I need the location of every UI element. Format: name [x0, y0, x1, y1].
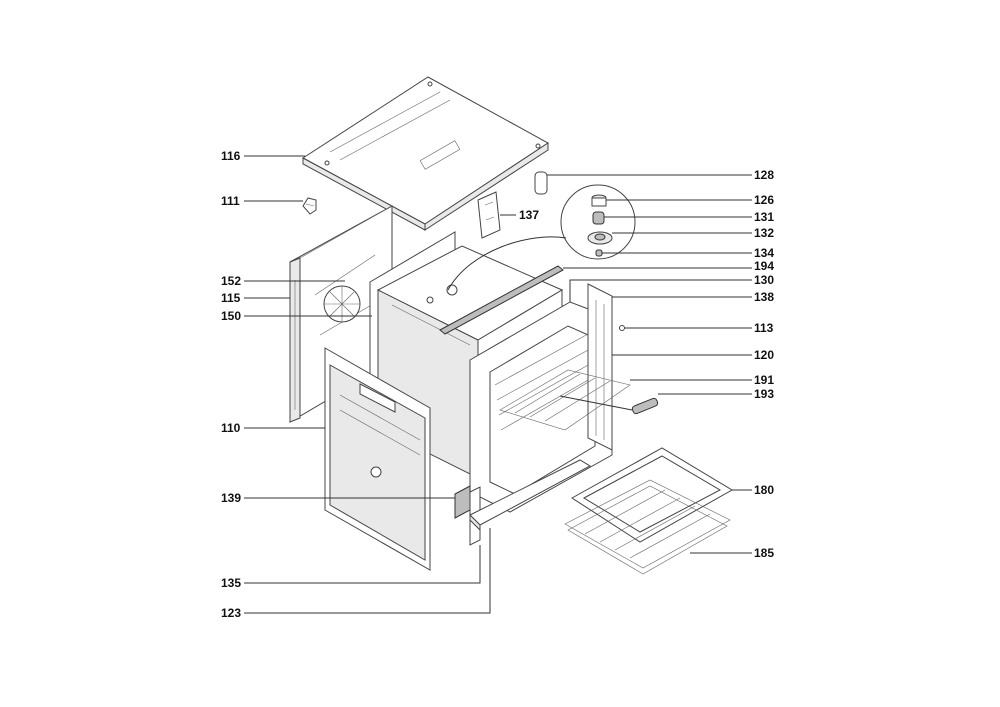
label-123: 123 [221, 606, 241, 620]
part-185-wire-rack [564, 479, 731, 575]
label-128: 128 [754, 168, 774, 182]
label-131: 131 [754, 210, 774, 224]
part-130-front-frame [469, 301, 613, 513]
leader-lines [244, 155, 752, 614]
part-128-tube [534, 171, 548, 195]
label-132: 132 [754, 226, 774, 240]
label-111: 111 [221, 194, 240, 208]
label-134: 134 [754, 246, 774, 260]
part-116-top-cover [302, 76, 549, 231]
part-113-screw [619, 325, 625, 331]
lamp-assembly-inset [447, 184, 636, 291]
label-152: 152 [221, 274, 241, 288]
label-194: 194 [754, 259, 774, 273]
part-126-lamp-cap [591, 194, 607, 207]
label-110: 110 [221, 421, 241, 435]
label-135: 135 [221, 576, 241, 590]
label-137: 137 [519, 208, 539, 222]
label-115: 115 [221, 291, 241, 305]
label-126: 126 [754, 193, 774, 207]
label-120: 120 [754, 348, 774, 362]
part-labels: 116 111 152 115 150 110 139 135 123 137 … [221, 149, 774, 620]
part-131-bulb [592, 211, 605, 225]
part-132-lamp-socket [587, 231, 613, 245]
part-191-wire-shelf [499, 369, 631, 431]
part-120-side-rail [587, 283, 613, 451]
part-137-block [477, 191, 501, 239]
label-138: 138 [754, 290, 774, 304]
label-116: 116 [221, 149, 241, 163]
label-180: 180 [754, 483, 774, 497]
part-152-fan-guard [323, 285, 361, 323]
label-185: 185 [754, 546, 774, 560]
part-111-clip [302, 197, 317, 215]
part-134-screw [595, 249, 603, 257]
label-139: 139 [221, 491, 241, 505]
label-150: 150 [221, 309, 241, 323]
label-130: 130 [754, 273, 774, 287]
part-110-door [324, 347, 431, 571]
part-115-side-panel [289, 205, 393, 423]
part-139-bracket [454, 485, 471, 519]
label-193: 193 [754, 387, 774, 401]
part-194-rail [439, 265, 564, 335]
part-123-bottom-panel [469, 459, 592, 532]
label-113: 113 [754, 321, 774, 335]
part-193-handle [559, 395, 659, 415]
label-191: 191 [754, 373, 774, 387]
